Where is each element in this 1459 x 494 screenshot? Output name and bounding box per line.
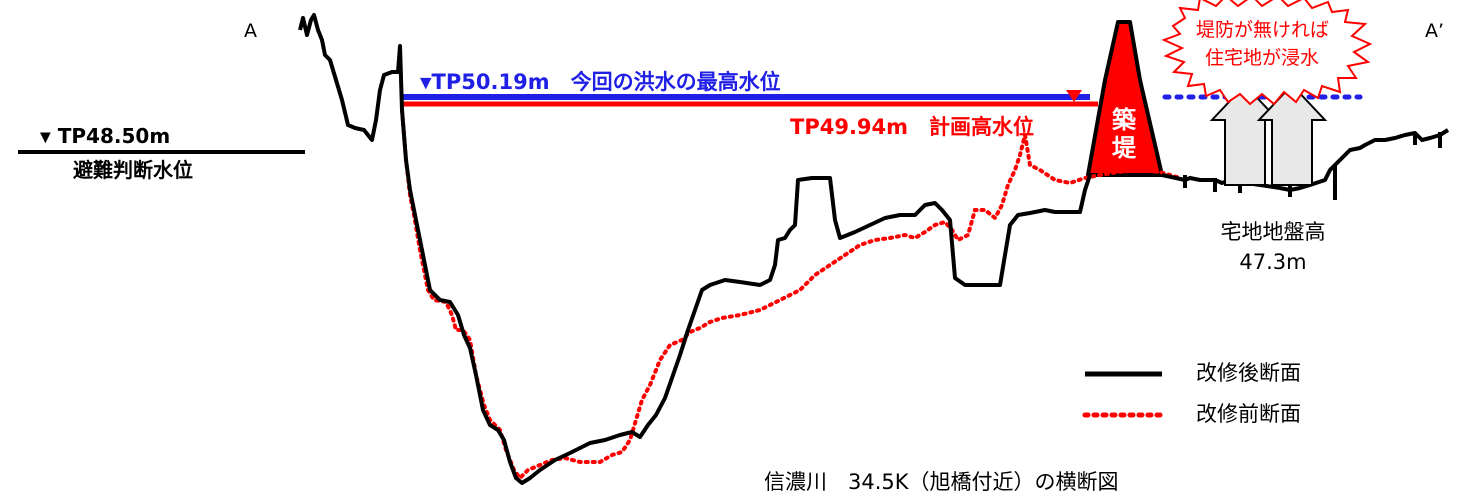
- evacuation-marker-icon: ▼: [40, 129, 51, 146]
- warning-burst-shape: [1161, 0, 1373, 106]
- warning-burst-line2: 住宅地が浸水: [1205, 47, 1320, 69]
- right-bank-ticks: [1183, 132, 1442, 200]
- figure-caption: 信濃川 34.5K（旭橋付近）の横断図: [764, 470, 1119, 494]
- inundation-arrows: [1209, 83, 1328, 186]
- endpoint-a-prime-label: A’: [1425, 20, 1445, 42]
- before-section-line: [400, 108, 1182, 482]
- flood-level-text: TP50.19m 今回の洪水の最高水位: [431, 70, 781, 94]
- after-section-line: [298, 13, 1092, 485]
- evacuation-level-sublabel: 避難判断水位: [73, 158, 193, 182]
- ground-height-label: 宅地地盤高: [1220, 220, 1326, 244]
- legend-after-label: 改修後断面: [1196, 361, 1301, 385]
- evacuation-level-value: TP48.50m: [57, 124, 171, 148]
- flood-level-label: ▼TP50.19m 今回の洪水の最高水位: [420, 72, 781, 93]
- plan-level-label: TP49.94m 計画高水位: [790, 115, 1035, 139]
- warning-burst-line1: 堤防が無ければ: [1196, 19, 1330, 41]
- levee-label-1: 築: [1112, 106, 1136, 134]
- right-bank-ground: [1161, 128, 1450, 192]
- ground-height-value: 47.3m: [1239, 250, 1307, 274]
- flood-level-marker-icon: ▼: [420, 73, 432, 92]
- levee-label-2: 堤: [1112, 134, 1136, 162]
- endpoint-a-label: A: [244, 20, 257, 42]
- evacuation-level-label: ▼ TP48.50m: [40, 126, 170, 146]
- plan-level-marker: [1066, 90, 1082, 102]
- legend-before-label: 改修前断面: [1196, 402, 1301, 426]
